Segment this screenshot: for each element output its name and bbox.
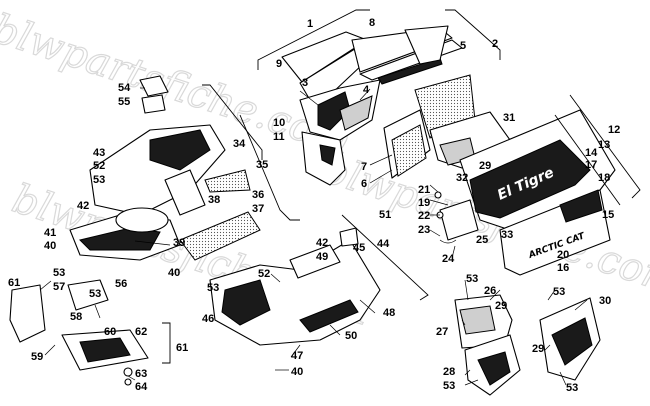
callout-61a: 61 (8, 277, 20, 289)
callout-23: 23 (418, 224, 430, 236)
callout-17: 17 (585, 159, 597, 171)
callout-44: 44 (377, 238, 390, 250)
bracket-lines (162, 9, 641, 364)
callout-53h: 53 (566, 382, 578, 394)
callout-5: 5 (460, 40, 466, 52)
callout-59: 59 (31, 351, 43, 363)
callout-11: 11 (273, 131, 285, 143)
callout-53g: 53 (443, 380, 455, 392)
callout-20: 20 (557, 249, 569, 261)
callout-24: 24 (442, 253, 455, 265)
callout-40a: 40 (44, 240, 56, 252)
callout-33: 33 (501, 229, 513, 241)
left-hood-assembly (69, 75, 261, 261)
callout-53c: 53 (89, 288, 101, 300)
callout-14: 14 (585, 147, 598, 159)
callout-9: 9 (276, 58, 282, 70)
callout-51: 51 (379, 209, 391, 221)
callout-52a: 52 (93, 160, 105, 172)
callout-6: 6 (361, 178, 367, 190)
lower-left-parts (9, 279, 149, 386)
lower-right-parts (454, 294, 601, 396)
callout-45: 45 (353, 242, 365, 254)
callout-39: 39 (173, 237, 185, 249)
callout-41: 41 (44, 227, 56, 239)
callout-40b: 40 (168, 267, 180, 279)
callout-26: 26 (484, 285, 496, 297)
callout-31: 31 (503, 112, 515, 124)
callout-52b: 52 (258, 268, 270, 280)
callout-29c: 29 (532, 343, 544, 355)
callout-34: 34 (233, 138, 246, 150)
callout-46: 46 (202, 313, 214, 325)
callout-61b: 61 (176, 342, 188, 354)
callout-56: 56 (115, 278, 127, 290)
callout-8: 8 (369, 17, 375, 29)
callout-53b: 53 (53, 267, 65, 279)
callout-21: 21 (418, 184, 430, 196)
callout-40c: 40 (291, 366, 303, 378)
callout-29b: 29 (495, 300, 507, 312)
callout-47: 47 (291, 350, 303, 362)
upper-hood-assembly (299, 79, 381, 186)
callout-54: 54 (118, 82, 131, 94)
callout-12: 12 (608, 124, 620, 136)
callout-63: 63 (135, 368, 147, 380)
callout-32: 32 (456, 172, 468, 184)
callout-numbers: 1 2 3 4 5 6 7 8 9 10 11 12 13 14 15 16 1… (8, 17, 620, 394)
callout-15: 15 (602, 209, 614, 221)
callout-22: 22 (418, 210, 430, 222)
callout-53a: 53 (93, 174, 105, 186)
callout-27: 27 (436, 326, 448, 338)
callout-53d: 53 (207, 282, 219, 294)
right-side-panel: El Tigre ARCTIC CAT (459, 109, 616, 276)
callout-29a: 29 (479, 160, 491, 172)
callout-35: 35 (256, 159, 268, 171)
callout-48: 48 (383, 307, 395, 319)
callout-53e: 53 (466, 273, 478, 285)
callout-55: 55 (118, 96, 130, 108)
callout-60: 60 (104, 326, 116, 338)
callout-36: 36 (252, 189, 264, 201)
callout-16: 16 (557, 262, 569, 274)
callout-38: 38 (208, 194, 220, 206)
callout-13: 13 (598, 139, 610, 151)
callout-50: 50 (345, 330, 357, 342)
callout-3: 3 (302, 77, 308, 89)
belly-pan-assembly (209, 227, 381, 346)
leader-lines (39, 87, 588, 386)
windshield-panels (281, 25, 463, 101)
callout-42b: 42 (316, 237, 328, 249)
callout-64: 64 (135, 381, 148, 393)
callout-19: 19 (418, 197, 430, 209)
callout-37: 37 (252, 203, 264, 215)
callout-25: 25 (476, 234, 488, 246)
callout-2: 2 (492, 38, 498, 50)
callout-58: 58 (70, 311, 82, 323)
callout-4: 4 (363, 84, 370, 96)
pad-assembly (383, 74, 511, 179)
callout-49: 49 (316, 251, 328, 263)
callout-57: 57 (53, 281, 65, 293)
callout-1: 1 (307, 18, 313, 30)
callout-18: 18 (598, 172, 610, 184)
callout-7: 7 (361, 161, 367, 173)
callout-43: 43 (93, 147, 105, 159)
callout-62: 62 (135, 326, 147, 338)
callout-30: 30 (599, 295, 611, 307)
callout-28: 28 (443, 366, 455, 378)
callout-42a: 42 (77, 200, 89, 212)
callout-53f: 53 (553, 286, 565, 298)
callout-10: 10 (273, 117, 285, 129)
